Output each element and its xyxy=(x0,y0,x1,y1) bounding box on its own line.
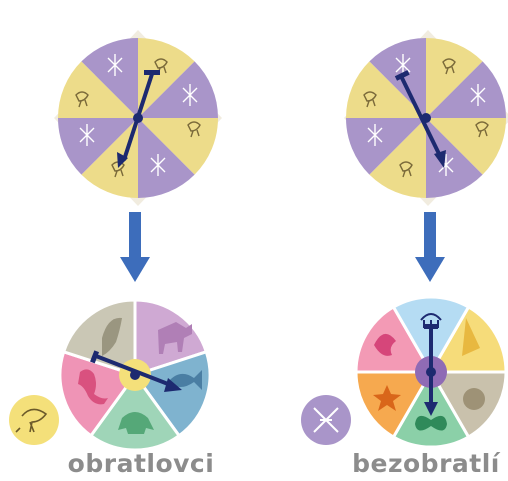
wheel-segment xyxy=(81,118,138,199)
vertebrates-spinner[interactable] xyxy=(55,295,215,455)
spinner-pointer[interactable] xyxy=(117,70,160,168)
wheel-segment xyxy=(426,37,483,118)
spinner-pointer[interactable] xyxy=(424,324,438,416)
dinosaur-fossil-icon xyxy=(363,58,489,178)
wheel-segment xyxy=(81,37,138,119)
invertebrate-token xyxy=(301,395,351,445)
snail-icon xyxy=(463,388,485,410)
butterfly-icon xyxy=(415,415,447,431)
wheel-segment xyxy=(346,118,426,175)
wheel-segment-lizard xyxy=(58,349,138,438)
wheel-segment xyxy=(426,61,507,118)
wheel-segment xyxy=(57,118,138,175)
invertebrates-label: bezobratlí xyxy=(352,449,500,478)
wheel-segment-fish xyxy=(132,349,212,438)
dinosaur-fossil-icon xyxy=(15,408,48,433)
bird-icon xyxy=(102,317,122,356)
dragonfly-icon xyxy=(313,407,339,433)
dog-icon xyxy=(158,322,192,354)
frog-icon xyxy=(118,412,154,434)
wheel-segment xyxy=(57,61,138,118)
wheel-segment xyxy=(138,61,219,118)
top-right-spinner[interactable] xyxy=(344,30,508,206)
shell-icon xyxy=(462,318,480,356)
wheel-segment xyxy=(345,61,426,118)
wheel-segment xyxy=(426,118,483,199)
fish-icon xyxy=(168,370,202,390)
down-arrow-left xyxy=(120,212,150,282)
vertebrates-label: obratlovci xyxy=(67,449,215,478)
spinner-pointer[interactable] xyxy=(394,70,446,168)
lizard-icon xyxy=(78,369,108,405)
worm-icon xyxy=(374,333,396,356)
wheel-segment xyxy=(369,118,426,199)
wheel-segment xyxy=(138,118,195,199)
vertebrate-token xyxy=(9,395,59,445)
starfish-icon xyxy=(373,385,401,411)
spinner-pointer[interactable] xyxy=(90,350,182,392)
wheel-segment xyxy=(138,37,195,118)
invertebrates-spinner[interactable] xyxy=(351,292,508,452)
down-arrow-right xyxy=(415,212,445,282)
dragonfly-icon xyxy=(79,54,198,176)
top-left-spinner[interactable] xyxy=(54,30,222,206)
